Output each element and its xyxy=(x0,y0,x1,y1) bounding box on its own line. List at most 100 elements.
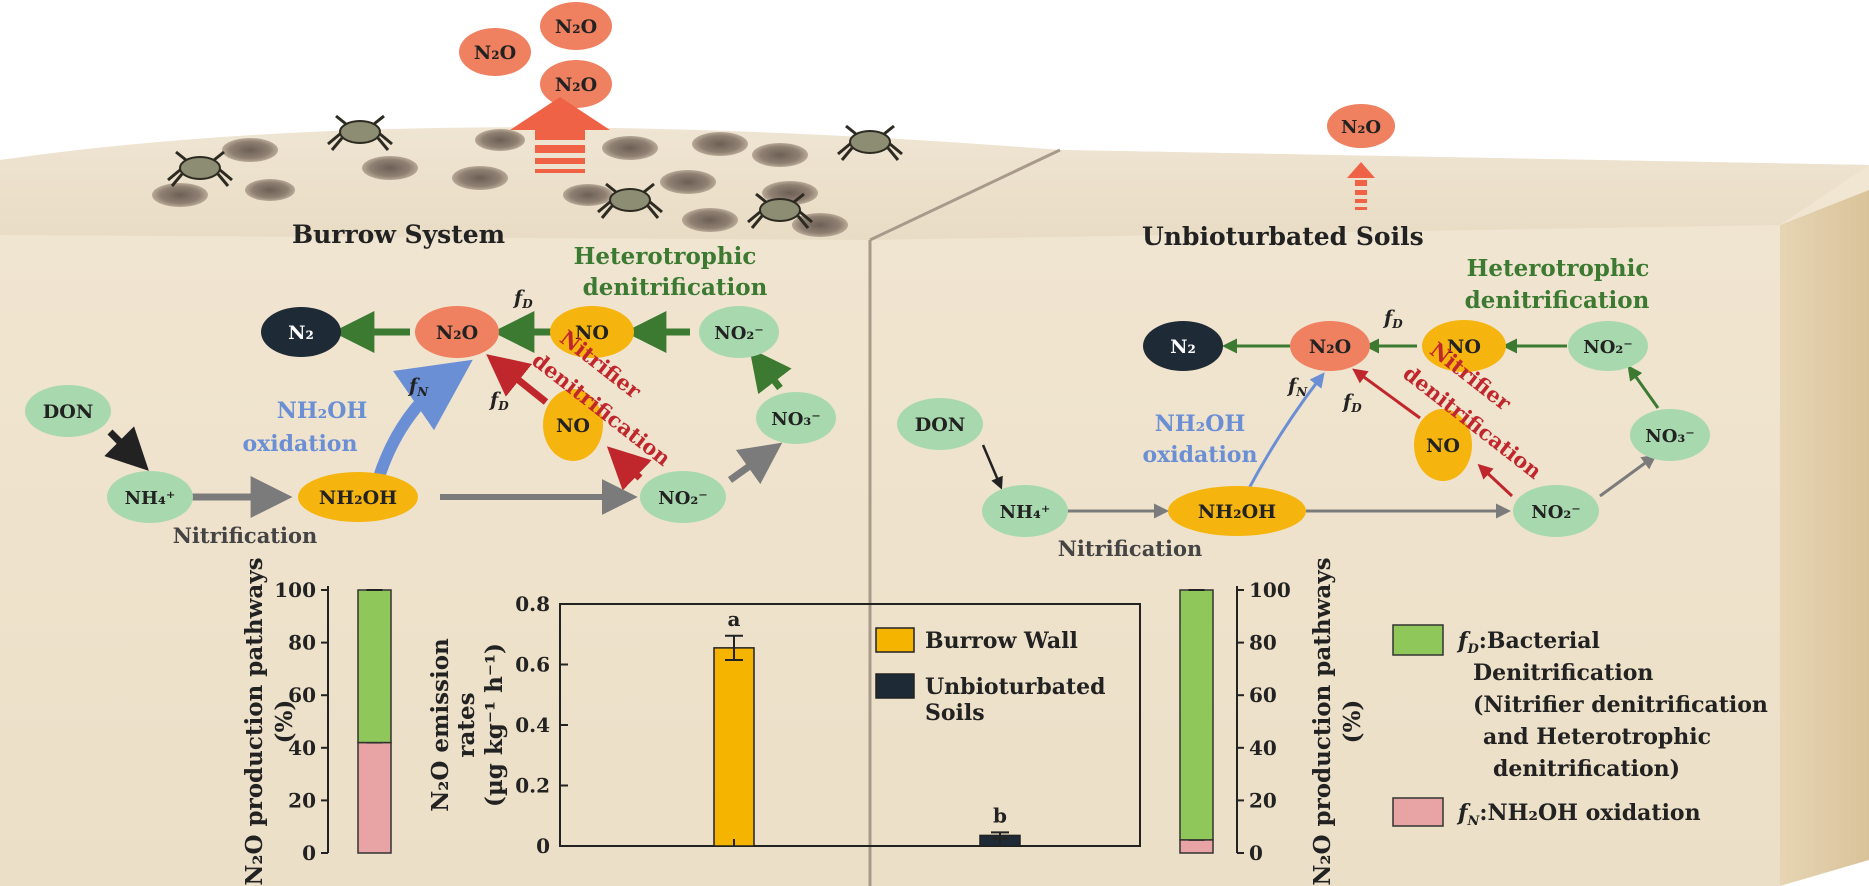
nh2oh-oxidation-line1: NH₂OH xyxy=(1155,411,1245,437)
don-node xyxy=(25,385,111,437)
no2-node-lower-label: NO₂⁻ xyxy=(1531,502,1581,523)
crab-icon xyxy=(327,114,393,151)
bar-segment xyxy=(357,589,392,744)
arrow-no-to-n2o-nitrifier xyxy=(1352,368,1421,420)
y-tick-label: 0 xyxy=(1249,841,1263,865)
y-tick-label: 60 xyxy=(288,683,316,707)
n2o-bubble-label: N₂O xyxy=(555,16,597,38)
arrow-no2-to-no-nitrifier xyxy=(1477,463,1514,498)
legend-label-burrow-wall: Burrow Wall xyxy=(925,628,1078,654)
no2-node-lower xyxy=(1513,485,1599,537)
hetero-label-line1: Heterotrophic xyxy=(574,243,757,270)
n2o-bubble xyxy=(1327,104,1395,148)
no-node-nitrifier-label: NO xyxy=(1426,435,1460,457)
legend-fn-line: fN:NH₂OH oxidation xyxy=(1456,800,1701,829)
no-node-nitrifier xyxy=(543,389,603,461)
legend-label-unbioturbated-line1: Unbioturbated xyxy=(925,674,1106,700)
y-axis-label-line2: (%) xyxy=(1339,700,1366,744)
arrow-no2-to-no-nitrifier xyxy=(606,446,652,491)
y-tick-label: 100 xyxy=(274,578,316,602)
bar-segment xyxy=(1179,589,1214,841)
y-tick-label: 0 xyxy=(302,841,316,865)
crab-icon xyxy=(597,182,663,219)
bar-segment xyxy=(1179,839,1214,854)
y-tick-label: 60 xyxy=(1249,683,1277,707)
no3-node xyxy=(1630,409,1710,461)
fd-label-mid: fD xyxy=(488,389,509,413)
fd-label-mid: fD xyxy=(1341,391,1362,415)
nh2oh-node-label: NH₂OH xyxy=(1198,501,1276,523)
n2o-bubble xyxy=(540,60,612,108)
n2o-node-label: N₂O xyxy=(1309,336,1351,358)
left-emission: N₂O N₂O N₂O xyxy=(459,2,612,173)
bar xyxy=(713,647,755,847)
no2-node-lower-label: NO₂⁻ xyxy=(658,488,708,509)
no2-node xyxy=(1568,321,1648,371)
no-node xyxy=(550,306,634,358)
crab-icon xyxy=(837,124,903,161)
fd-label-top: fD xyxy=(1382,307,1403,331)
legend-fd-line4: and Heterotrophic xyxy=(1483,724,1711,750)
arrow-don-to-nh4 xyxy=(981,444,1003,490)
fd-label-top: fD xyxy=(512,287,533,311)
nh4-node-label: NH₄⁺ xyxy=(1000,502,1051,523)
nh2oh-node xyxy=(298,472,418,522)
legend-label-unbioturbated-line2: Soils xyxy=(925,700,985,726)
arrow-nh2oh-to-n2o xyxy=(372,359,473,482)
hetero-label-line2: denitrification xyxy=(583,274,768,301)
y-axis-label-line1: N₂O production pathways xyxy=(1309,557,1336,885)
arrow-nh2oh-to-n2o xyxy=(1245,372,1325,493)
significance-letter: b xyxy=(993,803,1007,827)
nh4-node xyxy=(982,485,1068,537)
don-node-label: DON xyxy=(43,401,93,423)
n2-node xyxy=(1143,321,1223,371)
y-tick-label: 20 xyxy=(1249,788,1277,812)
y-tick-label: 20 xyxy=(288,788,316,812)
y-tick-label: 80 xyxy=(288,631,316,655)
nitrification-label: Nitrification xyxy=(173,523,318,548)
n2-node-label: N₂ xyxy=(288,322,314,344)
nh4-node xyxy=(107,471,193,523)
no2-node-label: NO₂⁻ xyxy=(1583,337,1633,358)
y-axis-label-line2: rates xyxy=(453,692,480,757)
nh2oh-oxidation-line1: NH₂OH xyxy=(277,398,367,424)
no-node-nitrifier xyxy=(1414,409,1472,481)
no3-node-label: NO₃⁻ xyxy=(771,409,821,430)
legend-fd-line3: (Nitrifier denitrification xyxy=(1473,692,1768,718)
y-tick-label: 0.6 xyxy=(515,653,550,677)
left-title: Burrow System xyxy=(292,220,505,249)
right-emission: N₂O xyxy=(1327,104,1395,210)
nh4-node-label: NH₄⁺ xyxy=(125,488,176,509)
n2o-bubble-label: N₂O xyxy=(1341,117,1381,138)
legend-swatch-fd xyxy=(1392,624,1444,656)
crab-icons xyxy=(167,114,903,229)
n2o-node xyxy=(1290,321,1370,371)
arrow-don-to-nh4 xyxy=(104,426,149,471)
y-tick-label: 40 xyxy=(288,736,316,760)
no-node-label: NO xyxy=(1447,336,1481,358)
no-node-label: NO xyxy=(575,322,609,344)
n2o-bubble xyxy=(540,2,612,50)
y-tick-label: 40 xyxy=(1249,736,1277,760)
n2o-node xyxy=(415,306,499,358)
hetero-label-line1: Heterotrophic xyxy=(1467,255,1650,282)
legend-fd-line2: Denitrification xyxy=(1473,660,1653,686)
y-tick-label: 0 xyxy=(536,834,550,858)
n2o-node-label: N₂O xyxy=(436,322,478,344)
legend-swatch-unbioturbated xyxy=(875,673,915,699)
arrow-no2-to-no3 xyxy=(1599,454,1657,498)
fn-label: fN xyxy=(1286,375,1308,399)
arrow-no2-to-no3 xyxy=(727,442,783,485)
y-tick-label: 0.2 xyxy=(515,774,550,798)
no3-node-label: NO₃⁻ xyxy=(1645,426,1695,447)
y-tick-label: 0.4 xyxy=(515,713,550,737)
charts: 0 20 40 60 80 100 N₂O production pathways(%) 0 2… xyxy=(241,557,1366,885)
legend-fd-line5: denitrification) xyxy=(1493,756,1680,782)
hetero-label-line2: denitrification xyxy=(1465,287,1650,314)
big-emission-arrow xyxy=(510,97,610,173)
nh2oh-oxidation-line2: oxidation xyxy=(1143,442,1258,468)
y-tick-label: 80 xyxy=(1249,631,1277,655)
